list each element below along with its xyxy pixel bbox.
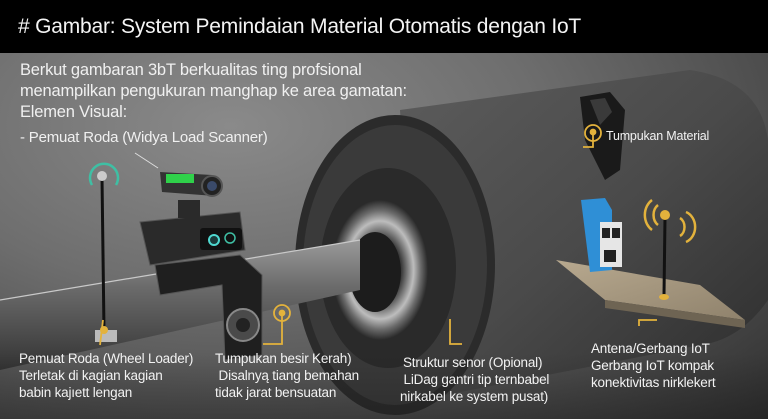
callout-line: Terletak di kagian kagian [19,368,163,383]
intro-line: Berkut gambaran 3bT berkualitas ting pro… [20,61,362,79]
intro-bullet: - Pemuat Roda (Widya Load Scanner) [20,129,268,146]
callout-iron-pile: Tumpukan besir Kerah) Disalnyą tiang bem… [215,350,359,401]
callout-wheel-loader: Pemuat Roda (Wheel Loader) Terletak di k… [19,350,193,401]
page-title: # Gambar: System Pemindaian Material Oto… [18,14,582,38]
iot-station [556,198,745,328]
material-cavity [580,92,625,180]
callout-line: Tumpukan besir Kerah) [215,351,352,366]
callout-title: Tumpukan Material [606,129,710,143]
intro-text: Berkut gambaran 3bT berkualitas ting pro… [20,60,407,148]
callout-markers [99,124,657,346]
bottom-shade [0,353,768,419]
callout-line: konektivitas nirklekert [591,375,716,390]
callout-material-pile: Tumpukan Material [606,128,709,145]
intro-line: menampilkan pengukuran manghap ke area g… [20,82,407,100]
callout-line: Disalnyą tiang bemahan [215,368,360,383]
illustration-scene [0,53,768,419]
callout-line: tidak jarat bensuatan [215,385,337,400]
callout-line: Gerbang IoT kompak [591,358,714,373]
callout-line: Pemuat Roda (Wheel Loader) [19,351,194,366]
intro-line: Elemen Visual: [20,103,127,121]
callout-line: babin kajıett lengan [19,385,133,400]
scanner-mount [134,152,263,361]
callout-line: LiDag gantri tip ternbabel [400,372,550,387]
callout-line: nirkabel ke system pusat) [400,389,549,404]
callout-iot-gateway: Antena/Gerbang IoT Gerbang IoT kompak ko… [591,340,716,391]
callout-line: Antena/Gerbang IoT [591,341,710,356]
callout-line: Struktur senor (Opional) [403,355,543,370]
callout-sensor-structure: Struktur senor (Opional) LiDag gantri ti… [400,354,549,405]
scene-illustration [0,70,768,415]
title-bar: # Gambar: System Pemindaian Material Oto… [0,0,768,53]
